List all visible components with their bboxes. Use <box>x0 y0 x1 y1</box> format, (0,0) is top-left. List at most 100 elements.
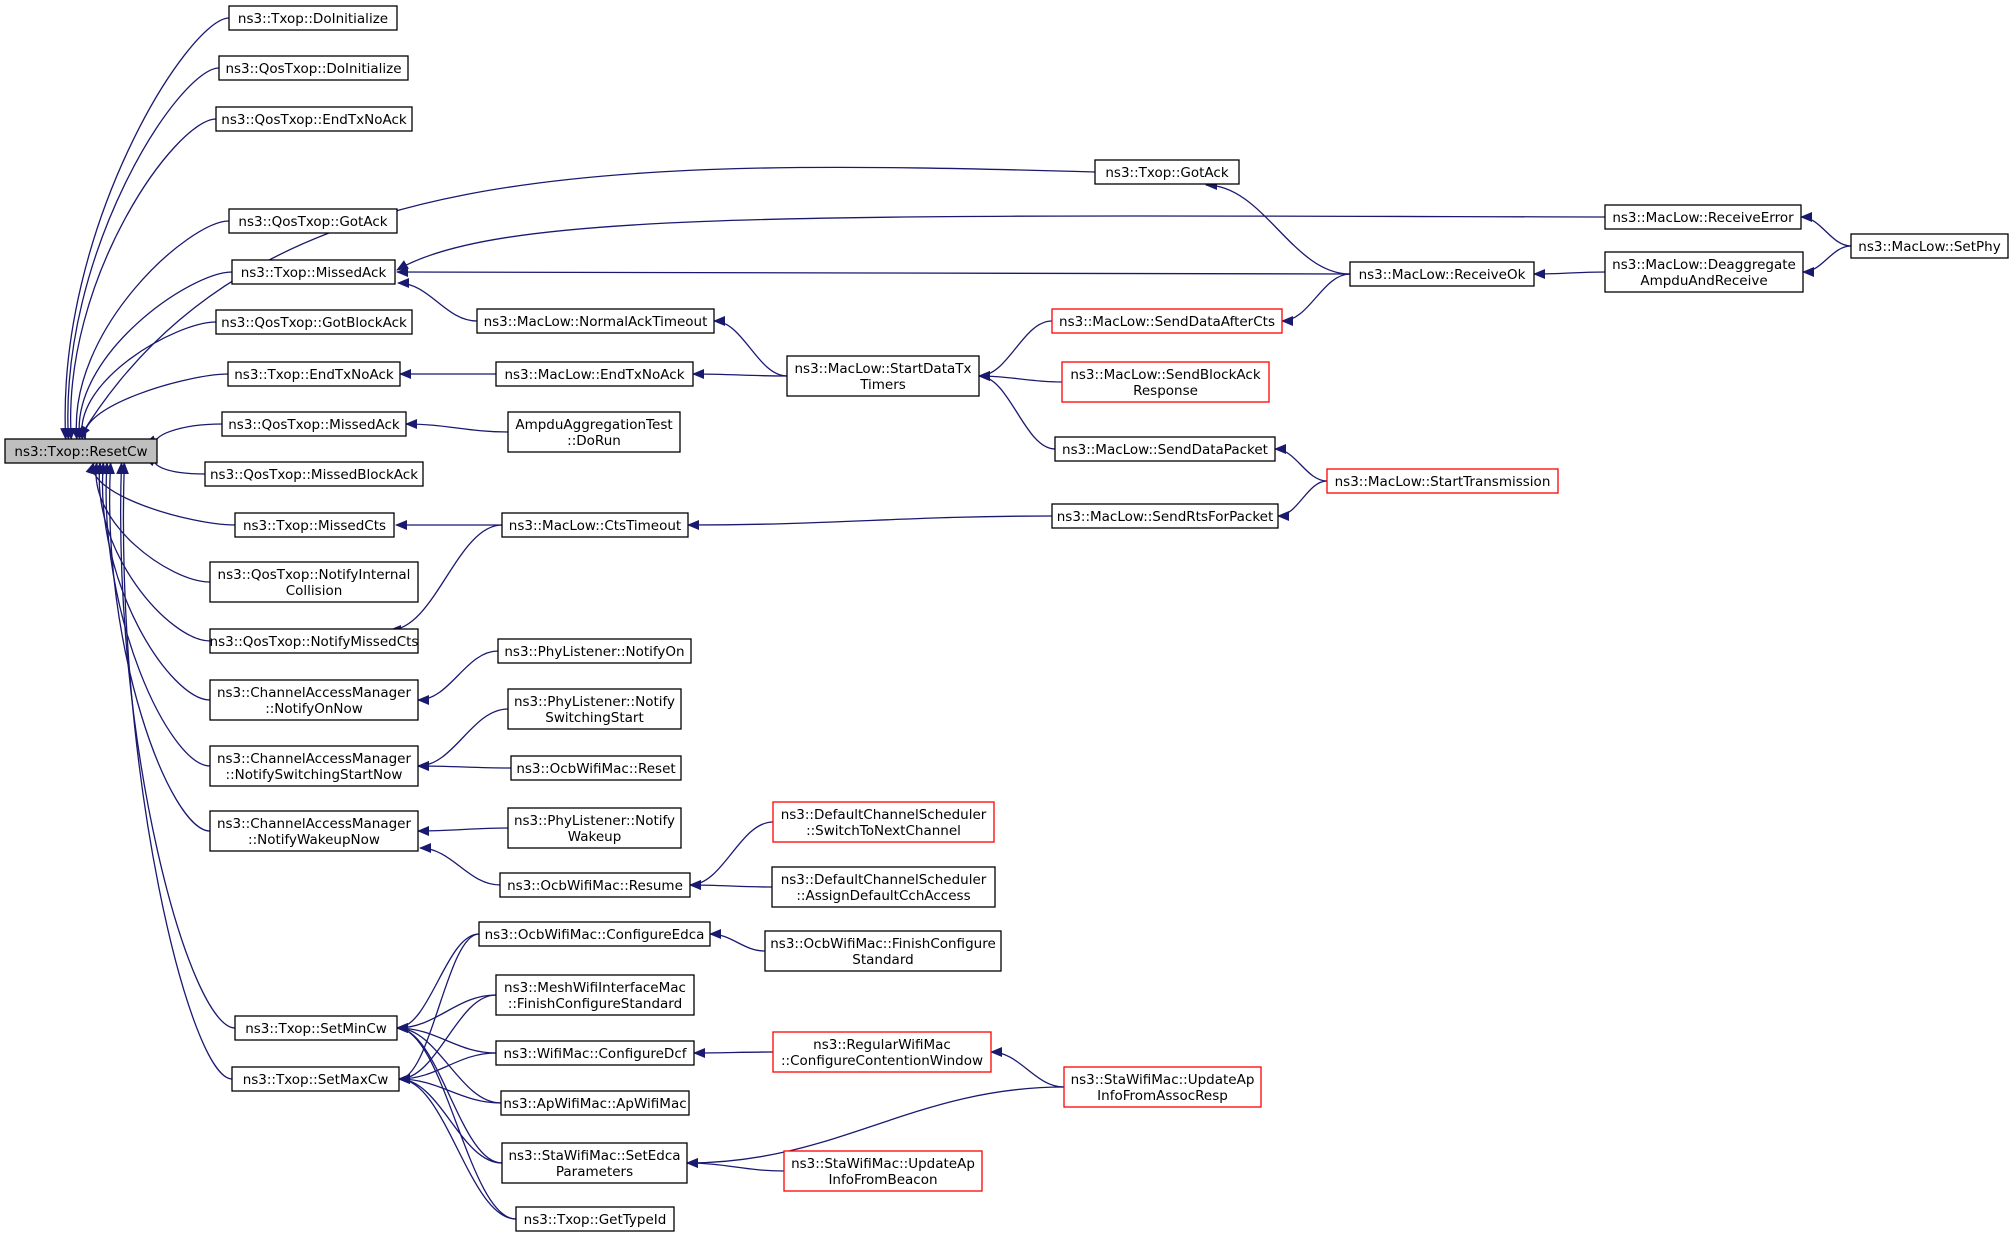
node-regular_configurecw[interactable]: ns3::RegularWifiMac::ConfigureContention… <box>772 1031 992 1073</box>
node-label: ns3::ChannelAccessManager <box>217 751 412 767</box>
node-qos_missedack[interactable]: ns3::QosTxop::MissedAck <box>221 411 407 437</box>
node-wifimac_configuredcf[interactable]: ns3::WifiMac::ConfigureDcf <box>495 1040 695 1066</box>
node-txop_setmaxcw[interactable]: ns3::Txop::SetMaxCw <box>231 1066 400 1092</box>
node-maclow_setphy[interactable]: ns3::MacLow::SetPhy <box>1850 233 2009 259</box>
node-label: ns3::QosTxop::NotifyMissedCts <box>210 634 419 650</box>
node-maclow_receiveerror[interactable]: ns3::MacLow::ReceiveError <box>1604 204 1802 230</box>
edge-cam_switching-to-resetcw <box>101 462 211 767</box>
node-qos_endtx[interactable]: ns3::QosTxop::EndTxNoAck <box>215 106 413 132</box>
node-label: ::DoRun <box>567 433 621 449</box>
node-maclow_normalack[interactable]: ns3::MacLow::NormalAckTimeout <box>476 308 715 334</box>
edge-maclow_receiveok-to-txop_missedack <box>396 267 1351 278</box>
edge-txop_endtx-to-resetcw <box>77 373 229 440</box>
node-box <box>215 309 413 335</box>
node-box <box>1051 308 1283 334</box>
node-ocb_finishconfig[interactable]: ns3::OcbWifiMac::FinishConfigureStandard <box>764 930 1002 972</box>
node-box <box>231 259 396 285</box>
node-sta_updateap_assoc[interactable]: ns3::StaWifiMac::UpdateApInfoFromAssocRe… <box>1063 1066 1262 1108</box>
node-maclow_receiveok[interactable]: ns3::MacLow::ReceiveOk <box>1349 261 1535 287</box>
edge-sta_setedca-to-txop_setmincw <box>396 1023 503 1164</box>
edge-maclow_starttransmission-to-maclow_sendrts <box>1277 480 1328 521</box>
edge-maclow_setphy-to-maclow_receiveerror <box>1800 212 1852 247</box>
node-label: ns3::StaWifiMac::SetEdca <box>508 1148 680 1164</box>
node-txop_doinit[interactable]: ns3::Txop::DoInitialize <box>228 5 398 31</box>
node-box <box>1850 233 2009 259</box>
node-cam_wakeup[interactable]: ns3::ChannelAccessManager::NotifyWakeupN… <box>209 810 419 852</box>
node-qos_gotblockack[interactable]: ns3::QosTxop::GotBlockAck <box>215 309 413 335</box>
node-label: ns3::QosTxop::NotifyInternal <box>218 567 411 583</box>
node-label: ns3::OcbWifiMac::Resume <box>507 878 683 894</box>
node-txop_endtx[interactable]: ns3::Txop::EndTxNoAck <box>227 361 401 387</box>
edge-txop_setmincw-to-resetcw <box>116 462 236 1029</box>
edge-maclow_sendrts-to-maclow_ctstimeout <box>687 515 1053 530</box>
edge-txop_gettypeid-to-txop_setmincw <box>396 1023 517 1220</box>
node-resetcw[interactable]: ns3::Txop::ResetCw <box>4 438 158 464</box>
node-phy_switching[interactable]: ns3::PhyListener::NotifySwitchingStart <box>507 688 682 730</box>
node-qos_notifymissedcts[interactable]: ns3::QosTxop::NotifyMissedCts <box>209 628 419 654</box>
node-ocb_resume[interactable]: ns3::OcbWifiMac::Resume <box>499 872 691 898</box>
edge-maclow_ctstimeout-to-qos_notifymissedcts <box>389 524 503 635</box>
node-maclow_starttransmission[interactable]: ns3::MacLow::StartTransmission <box>1326 468 1559 494</box>
node-mesh_finish[interactable]: ns3::MeshWifiInterfaceMac::FinishConfigu… <box>495 974 695 1016</box>
node-phy_wakeup[interactable]: ns3::PhyListener::NotifyWakeup <box>507 807 682 849</box>
node-box <box>1326 468 1559 494</box>
node-box <box>499 872 691 898</box>
node-label: InfoFromAssocResp <box>1097 1088 1228 1104</box>
node-maclow_ctstimeout[interactable]: ns3::MacLow::CtsTimeout <box>501 512 689 538</box>
node-maclow_endtx[interactable]: ns3::MacLow::EndTxNoAck <box>495 361 694 387</box>
node-cam_switching[interactable]: ns3::ChannelAccessManager::NotifySwitchi… <box>209 745 419 787</box>
node-label: ::FinishConfigureStandard <box>508 996 682 1012</box>
node-label: ns3::Txop::MissedAck <box>241 265 387 281</box>
node-label: ns3::WifiMac::ConfigureDcf <box>503 1046 687 1062</box>
node-label: ns3::OcbWifiMac::FinishConfigure <box>770 936 996 952</box>
edge-qos_endtx-to-resetcw <box>65 118 217 440</box>
node-phy_notifyon[interactable]: ns3::PhyListener::NotifyOn <box>497 638 692 664</box>
node-txop_setmincw[interactable]: ns3::Txop::SetMinCw <box>234 1015 398 1041</box>
node-ap_apwifimac[interactable]: ns3::ApWifiMac::ApWifiMac <box>500 1090 690 1116</box>
node-qos_doinit[interactable]: ns3::QosTxop::DoInitialize <box>218 55 409 81</box>
node-ocb_reset[interactable]: ns3::OcbWifiMac::Reset <box>510 755 682 781</box>
node-label: InfoFromBeacon <box>828 1172 937 1188</box>
node-label: ns3::Txop::SetMaxCw <box>243 1072 389 1088</box>
node-dcs_assign[interactable]: ns3::DefaultChannelScheduler::AssignDefa… <box>771 866 996 908</box>
node-box <box>218 55 409 81</box>
node-label: ns3::StaWifiMac::UpdateAp <box>791 1156 975 1172</box>
node-cam_onnow[interactable]: ns3::ChannelAccessManager::NotifyOnNow <box>209 679 419 721</box>
edge-qos_notifymissedcts-to-resetcw <box>93 462 211 642</box>
node-label: ns3::MacLow::SendDataPacket <box>1062 442 1268 458</box>
node-label: ns3::Txop::SetMinCw <box>245 1021 387 1037</box>
node-txop_missedcts[interactable]: ns3::Txop::MissedCts <box>234 512 395 538</box>
edge-txop_gettypeid-to-txop_setmaxcw <box>398 1074 517 1220</box>
node-maclow_senddatapacket[interactable]: ns3::MacLow::SendDataPacket <box>1054 436 1276 462</box>
node-txop_gotack[interactable]: ns3::Txop::GotAck <box>1094 159 1240 185</box>
node-label: ns3::MacLow::StartTransmission <box>1335 474 1551 490</box>
node-box <box>500 1090 690 1116</box>
node-label: ns3::Txop::ResetCw <box>14 444 147 460</box>
edge-ap_apwifimac-to-txop_setmaxcw <box>398 1074 502 1104</box>
node-maclow_senddataaftercts[interactable]: ns3::MacLow::SendDataAfterCts <box>1051 308 1283 334</box>
edge-phy_switching-to-cam_switching <box>417 708 509 771</box>
node-box <box>234 512 395 538</box>
node-qos_missedblockack[interactable]: ns3::QosTxop::MissedBlockAck <box>204 461 424 487</box>
node-label: ns3::MacLow::EndTxNoAck <box>504 367 684 383</box>
node-dcs_switchnext[interactable]: ns3::DefaultChannelScheduler::SwitchToNe… <box>772 801 995 843</box>
node-label: ns3::DefaultChannelScheduler <box>781 807 987 823</box>
node-txop_gettypeid[interactable]: ns3::Txop::GetTypeId <box>515 1206 675 1232</box>
node-maclow_sendrts[interactable]: ns3::MacLow::SendRtsForPacket <box>1051 503 1279 529</box>
node-label: ns3::QosTxop::MissedAck <box>228 417 400 433</box>
node-label: ns3::MacLow::SendRtsForPacket <box>1057 509 1274 525</box>
node-label: ns3::QosTxop::EndTxNoAck <box>221 112 407 128</box>
node-txop_missedack[interactable]: ns3::Txop::MissedAck <box>231 259 396 285</box>
node-qos_gotack[interactable]: ns3::QosTxop::GotAck <box>228 208 398 234</box>
node-ocb_configureedca[interactable]: ns3::OcbWifiMac::ConfigureEdca <box>478 921 711 947</box>
node-ampdu_dorun[interactable]: AmpduAggregationTest::DoRun <box>507 411 681 453</box>
node-box <box>501 512 689 538</box>
node-label: ::ConfigureContentionWindow <box>781 1053 983 1069</box>
node-box <box>209 561 419 603</box>
